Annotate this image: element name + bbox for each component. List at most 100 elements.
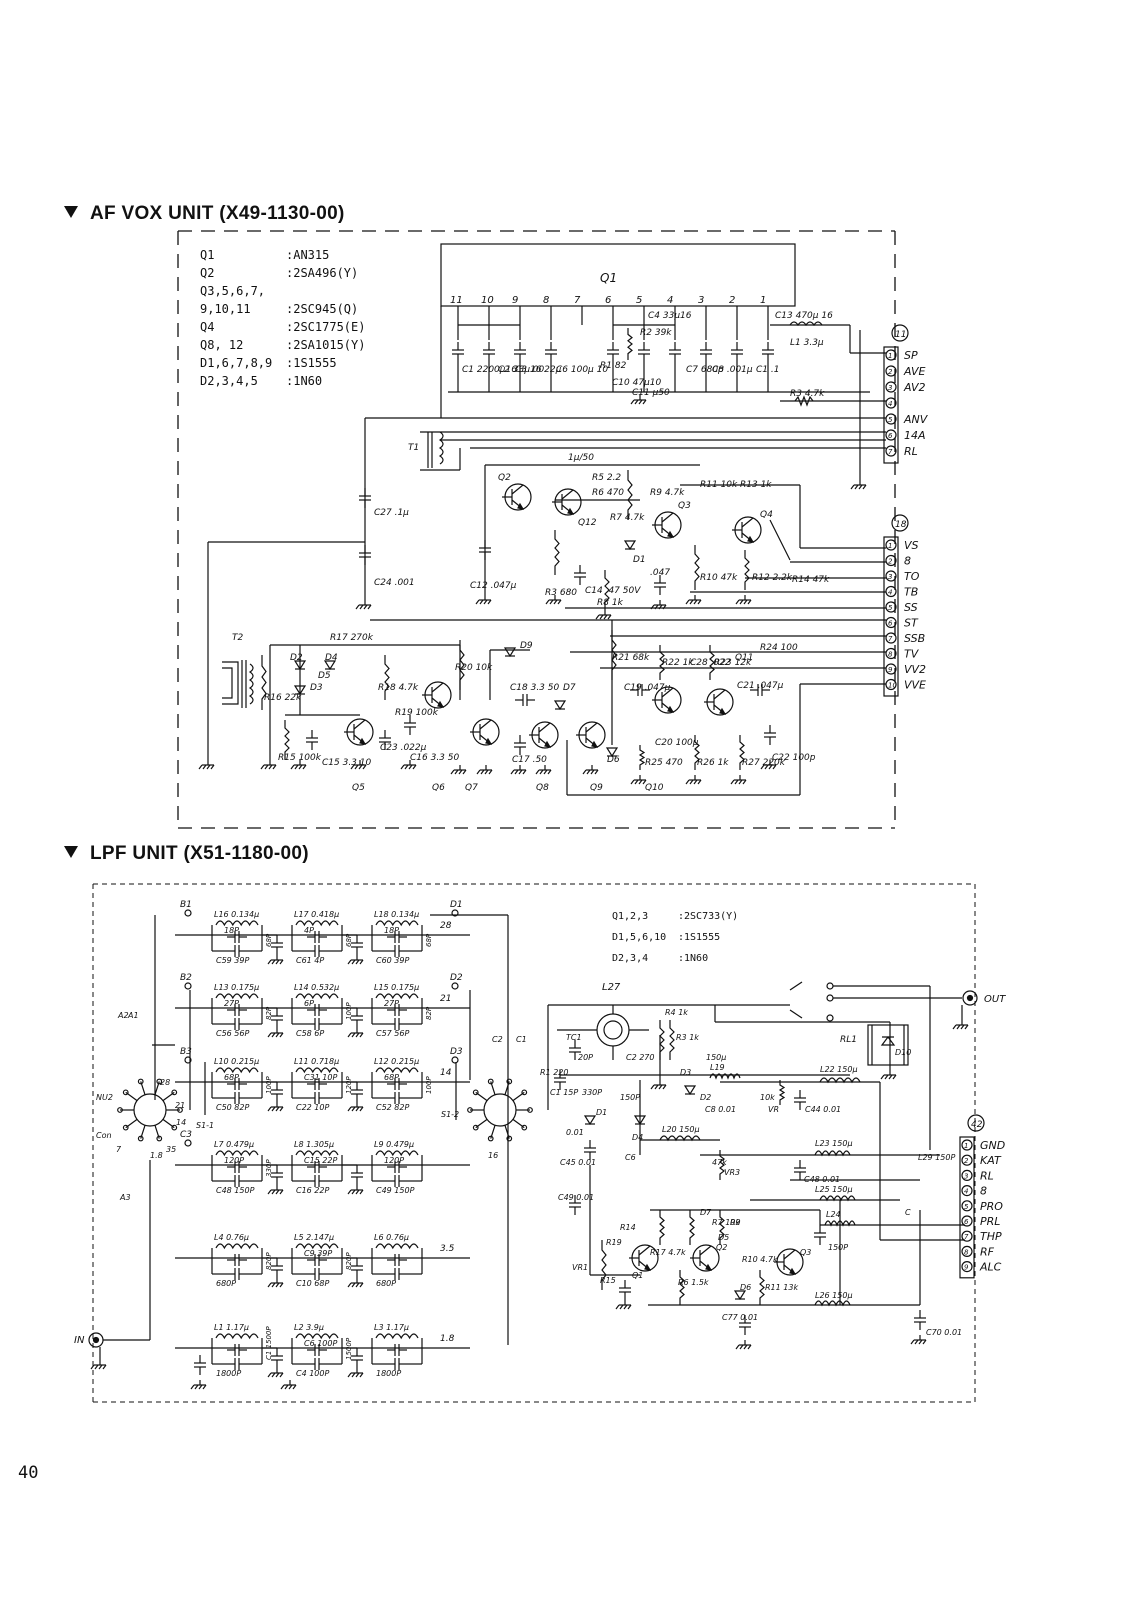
node-label: C3 [180, 1130, 192, 1140]
capacitor-c047 [654, 575, 666, 595]
lpf-band-switch-s1-1 [117, 1078, 183, 1142]
diode-d6 [605, 747, 619, 758]
component-label: D4 [632, 1133, 643, 1142]
band-tag: 1.8 [440, 1334, 455, 1344]
inductor-l25 [819, 1195, 856, 1202]
filter-shunt-cap [351, 1258, 363, 1278]
connector-pin [885, 632, 897, 644]
capacitor-c24 [359, 545, 371, 565]
filter-series-cap [227, 1344, 247, 1356]
decoupling-capacitor [483, 342, 495, 362]
capacitor-label: C59 39P [216, 956, 249, 965]
part-type: :2SC1775(E) [286, 320, 365, 334]
transistor-q7 [470, 718, 500, 746]
inductor-label: L9 0.479μ [374, 1140, 414, 1149]
capacitor-c27 [359, 488, 371, 508]
filter-series-cap [227, 1254, 247, 1266]
node-label: D1 [450, 900, 463, 910]
af-vox-ic-label: Q1 [600, 271, 617, 285]
ground-symbol [685, 775, 702, 785]
pin-number: 7 [888, 448, 893, 456]
component-label: R23 12k [714, 658, 752, 668]
component-label: Q12 [578, 518, 597, 528]
component-label: R26 1k [697, 758, 729, 768]
diode-d1 [583, 1115, 597, 1126]
component-label: L20 150μ [662, 1125, 700, 1134]
diode-d7 [553, 700, 567, 711]
resistor-10k [778, 1080, 786, 1105]
filter-series-cap [307, 1018, 327, 1030]
connector-pin [885, 570, 897, 582]
resistor-r25 [638, 745, 646, 770]
component-label: C48 0.01 [804, 1175, 840, 1184]
filter-series-cap [307, 1254, 327, 1266]
filter-inductor [295, 920, 339, 927]
component-label: R19 100k [395, 708, 439, 718]
filter-inductor [295, 1150, 339, 1157]
filter-inductor [215, 1243, 259, 1250]
component-label: R6 1.5k [678, 1278, 709, 1287]
ground-symbol [476, 765, 493, 775]
inductor-label: L4 0.76μ [214, 1233, 249, 1242]
ic-pin-number: 8 [543, 295, 549, 306]
page-number: 40 [18, 1463, 39, 1483]
shunt-cap-label: 82P [425, 1006, 433, 1020]
pin-number: 6 [964, 1218, 969, 1226]
resistor-r20 [459, 640, 465, 690]
resistor-r12 [744, 550, 750, 590]
ground-symbol [535, 765, 552, 775]
component-label: R17 270k [330, 633, 374, 643]
component-label: Q2 [498, 473, 511, 483]
component-label: Q5 [352, 783, 365, 793]
pin-name: AVE [903, 365, 926, 378]
component-label: L26 150μ [815, 1291, 853, 1300]
filter-inductor [295, 1333, 339, 1340]
resistor-r4 [659, 1020, 665, 1060]
connector-pin [961, 1184, 973, 1197]
filter-series-cap [307, 1092, 327, 1104]
ground-symbol [595, 610, 612, 620]
shunt-cap-label: 68P [345, 933, 353, 947]
connector-pin [885, 554, 897, 567]
ground-symbol [198, 760, 215, 770]
ic-pin-number: 2 [729, 295, 735, 306]
ground-symbol [347, 955, 364, 965]
node-terminal [451, 982, 459, 990]
capacitor-c70 [914, 1310, 926, 1330]
part-type: :2SA496(Y) [286, 266, 358, 280]
shunt-cap-label: 100P [425, 1076, 433, 1094]
filter-series-cap [227, 1161, 247, 1173]
resistor-r22 [659, 645, 665, 680]
part-type: :AN315 [286, 248, 329, 262]
component-label: C20 100μ [655, 738, 699, 748]
shunt-cap-label: 820P [345, 1252, 353, 1270]
capacitor-label: C31 10P [304, 1073, 337, 1082]
switch-label: A2 [117, 1011, 129, 1020]
pin-name: SP [904, 349, 918, 362]
filter-series-cap [387, 1078, 407, 1090]
ground-symbol [650, 1080, 667, 1090]
pin-name: SSB [904, 632, 925, 645]
lpf-title: LPF UNIT (X51-1180-00) [64, 843, 309, 865]
component-label: R18 4.7k [378, 683, 419, 693]
switch-contact [506, 1078, 513, 1085]
switch-label: 21 [175, 1101, 185, 1110]
pin-name: 14A [904, 429, 926, 442]
component-label: C27 .1μ [374, 508, 409, 518]
ground-symbol [545, 595, 562, 605]
component-label: R6 470 [592, 488, 624, 498]
diode-d3 [293, 685, 307, 696]
component-label: Q9 [590, 783, 603, 793]
ic-pin-number: 11 [450, 295, 463, 306]
component-label: C2 33μ16 [498, 365, 542, 375]
component-label: C1 15P [550, 1088, 578, 1097]
connector-pin [885, 429, 897, 441]
ground-symbol [760, 760, 777, 770]
part-type: :1S1555 [678, 932, 720, 943]
resistor-r9 [627, 470, 633, 520]
pin-number: 2 [888, 368, 893, 376]
